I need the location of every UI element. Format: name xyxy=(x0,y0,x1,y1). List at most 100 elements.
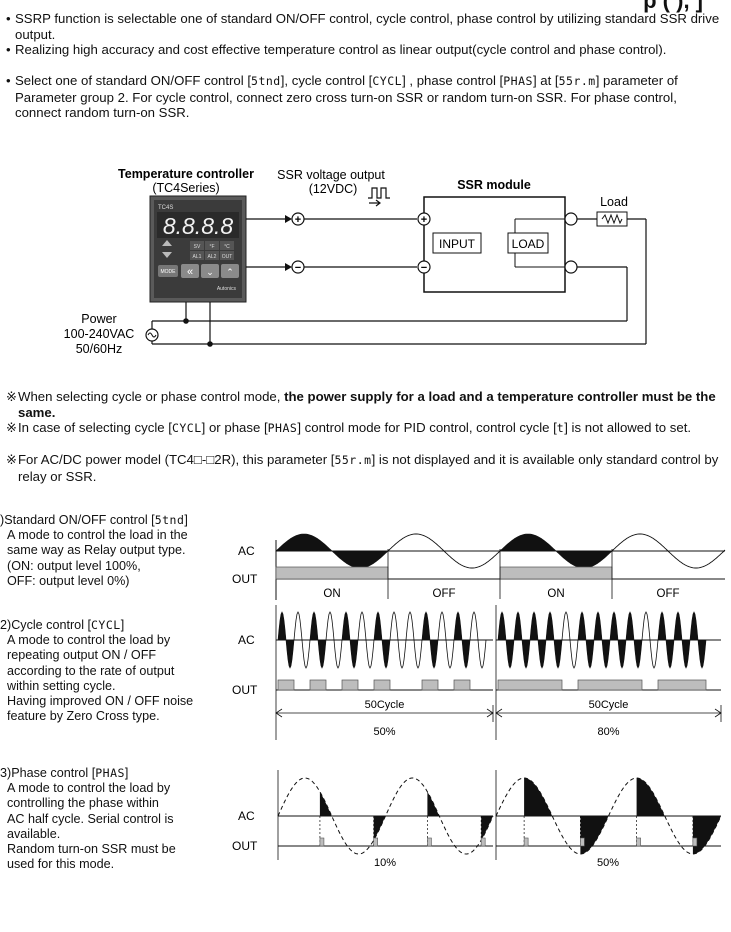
controller-display: 8.8.8.8 xyxy=(163,213,234,239)
phase50-trigger-pulse xyxy=(523,837,529,847)
phase50-trigger-pulse xyxy=(580,837,585,847)
cycle50-output-bar xyxy=(373,679,391,691)
cycle80-on-cycle xyxy=(513,611,531,669)
out-label: OUT xyxy=(232,683,258,697)
cycle50-on-cycle xyxy=(421,611,439,669)
cycle80-on-cycle xyxy=(545,611,563,669)
load-label: Load xyxy=(600,195,628,209)
on-wave-1 xyxy=(499,533,613,569)
cycle50-off-cycle xyxy=(437,611,455,669)
bullet-1-text: SSRP function is selectable one of stand… xyxy=(15,11,720,42)
onoff-label-2: ON xyxy=(547,588,564,600)
svg-text:−: − xyxy=(421,262,427,274)
cycle80-on-cycle xyxy=(625,611,643,669)
cycle80-off-cycle xyxy=(641,611,659,669)
controller-subtitle: (TC4Series) xyxy=(152,181,219,195)
on-wave-0 xyxy=(275,533,389,569)
svg-text:+: + xyxy=(421,214,427,226)
controller-title: Temperature controller xyxy=(118,167,254,181)
ac-label: AC xyxy=(238,809,255,823)
on-output-bar-1 xyxy=(499,566,613,580)
bullet-2: • Realizing high accuracy and cost effec… xyxy=(6,42,721,58)
phase10-conduction-segment xyxy=(373,816,386,841)
svg-text:⌃: ⌃ xyxy=(226,267,234,277)
cycle80-output-bar xyxy=(657,679,707,691)
phase10-trigger-pulse xyxy=(480,837,486,847)
phase50-conduction-segment xyxy=(692,816,721,854)
svg-text:+: + xyxy=(295,214,301,226)
phase-percent-label-1: 50% xyxy=(597,857,619,869)
on-output-bar-0 xyxy=(275,566,389,580)
ac-label: AC xyxy=(238,544,255,558)
onoff-label-1: OFF xyxy=(433,588,456,600)
phase50-ac-wave xyxy=(495,777,722,855)
ssr-module-title: SSR module xyxy=(457,178,531,192)
cycle80-off-cycle xyxy=(561,611,579,669)
svg-text:⌄: ⌄ xyxy=(206,267,214,277)
out-label: OUT xyxy=(232,839,258,853)
svg-text:Autonics: Autonics xyxy=(217,286,237,292)
cycle80-on-cycle xyxy=(529,611,547,669)
cycle50-on-cycle xyxy=(309,611,327,669)
arrow-right-icon xyxy=(369,199,381,207)
cycle80-on-cycle xyxy=(593,611,611,669)
power-frequency: 50/60Hz xyxy=(76,342,123,356)
section-cycle-control-title: 2)Cycle control [CYCL] xyxy=(0,618,125,632)
page-header-fragment: p ( ), ] xyxy=(643,0,703,13)
cycle-percent-label-0: 50% xyxy=(373,726,395,738)
cycle50-on-cycle xyxy=(373,611,391,669)
cycle50-off-cycle xyxy=(325,611,343,669)
cycle-count-label-1: 50Cycle xyxy=(589,699,629,711)
cycle80-on-cycle xyxy=(497,611,515,669)
phase10-conduction-segment xyxy=(427,791,440,816)
cycle50-on-cycle xyxy=(453,611,471,669)
svg-text:−: − xyxy=(295,262,301,274)
cycle-count-label-0: 50Cycle xyxy=(365,699,405,711)
section-standard-onoff-title: )Standard ON/OFF control [5tnd] xyxy=(0,513,188,527)
cycle50-off-cycle xyxy=(293,611,311,669)
power-voltage: 100-240VAC xyxy=(64,327,135,341)
controller-device: TC4S 8.8.8.8 SV °F °C AL1 AL2 OUT MODE «… xyxy=(149,195,247,303)
out-label: OUT xyxy=(232,572,258,586)
note-1: ※ When selecting cycle or phase control … xyxy=(6,389,716,420)
off-wave-1 xyxy=(611,533,726,569)
cycle50-output-bar xyxy=(421,679,439,691)
cycle80-on-cycle xyxy=(609,611,627,669)
cycle80-on-cycle xyxy=(657,611,675,669)
phase50-conduction-segment xyxy=(580,816,609,854)
svg-text:SV: SV xyxy=(194,244,201,250)
phase10-trigger-pulse xyxy=(373,837,378,847)
svg-text:OUT: OUT xyxy=(222,254,233,260)
svg-text:°C: °C xyxy=(224,244,230,250)
cycle80-on-cycle xyxy=(577,611,595,669)
svg-text:AL2: AL2 xyxy=(208,254,217,260)
cycle80-output-bar xyxy=(577,679,643,691)
cycle50-on-cycle xyxy=(341,611,359,669)
ssr-wiring-diagram: Temperature controller (TC4Series) TC4S … xyxy=(64,167,647,356)
bullet-2-text: Realizing high accuracy and cost effecti… xyxy=(15,42,667,57)
cycle80-on-cycle xyxy=(689,611,707,669)
section-standard-onoff: )Standard ON/OFF control [5tnd] A mode t… xyxy=(0,513,240,589)
note-3: ※ For AC/DC power model (TC4□-□2R), this… xyxy=(6,452,719,484)
cycle50-output-bar xyxy=(341,679,359,691)
svg-text:AL1: AL1 xyxy=(193,254,202,260)
bullet-1: • SSRP function is selectable one of sta… xyxy=(6,11,720,42)
phase50-conduction-segment xyxy=(524,778,553,816)
phase10-conduction-segment xyxy=(319,791,332,816)
cycle50-output-bar xyxy=(453,679,471,691)
onoff-label-3: OFF xyxy=(657,588,680,600)
bullet-3-text: Select one of standard ON/OFF control [5… xyxy=(15,73,678,120)
svg-text:MODE: MODE xyxy=(161,269,177,275)
cycle50-off-cycle xyxy=(469,611,487,669)
cycle50-off-cycle xyxy=(405,611,423,669)
power-label: Power xyxy=(81,312,116,326)
onoff-label-0: ON xyxy=(323,588,340,600)
ssr-output-voltage: (12VDC) xyxy=(309,182,358,196)
section-phase-control-title: 3)Phase control [PHAS] xyxy=(0,766,129,780)
cycle-percent-label-1: 80% xyxy=(597,726,619,738)
section-cycle-control: 2)Cycle control [CYCL] A mode to control… xyxy=(0,618,240,724)
input-label: INPUT xyxy=(439,237,476,251)
phase10-trigger-pulse xyxy=(427,837,432,847)
pulse-symbol-icon xyxy=(368,187,390,199)
cycle50-off-cycle xyxy=(357,611,375,669)
